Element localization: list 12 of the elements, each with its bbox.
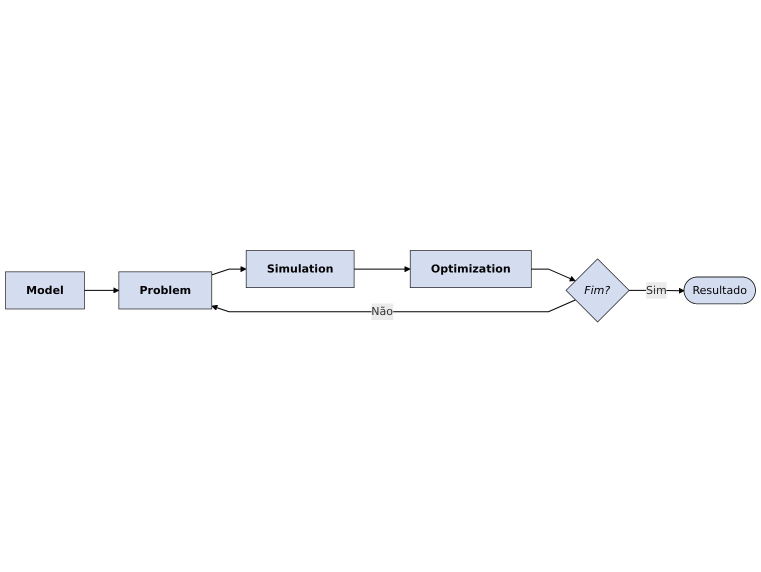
node-box: Optimization: [410, 250, 532, 288]
node-box: Simulation: [246, 250, 354, 288]
arrow: [354, 266, 410, 272]
edge-label: Sim: [646, 283, 667, 296]
arrow: [212, 266, 246, 276]
node-box: Problem: [118, 271, 212, 310]
arrow: [212, 299, 576, 312]
node-diamond: Fim?: [566, 258, 630, 322]
arrow: [84, 287, 120, 294]
edge-label: Não: [371, 304, 394, 318]
node-box: Model: [5, 271, 85, 310]
arrow: [531, 268, 576, 282]
